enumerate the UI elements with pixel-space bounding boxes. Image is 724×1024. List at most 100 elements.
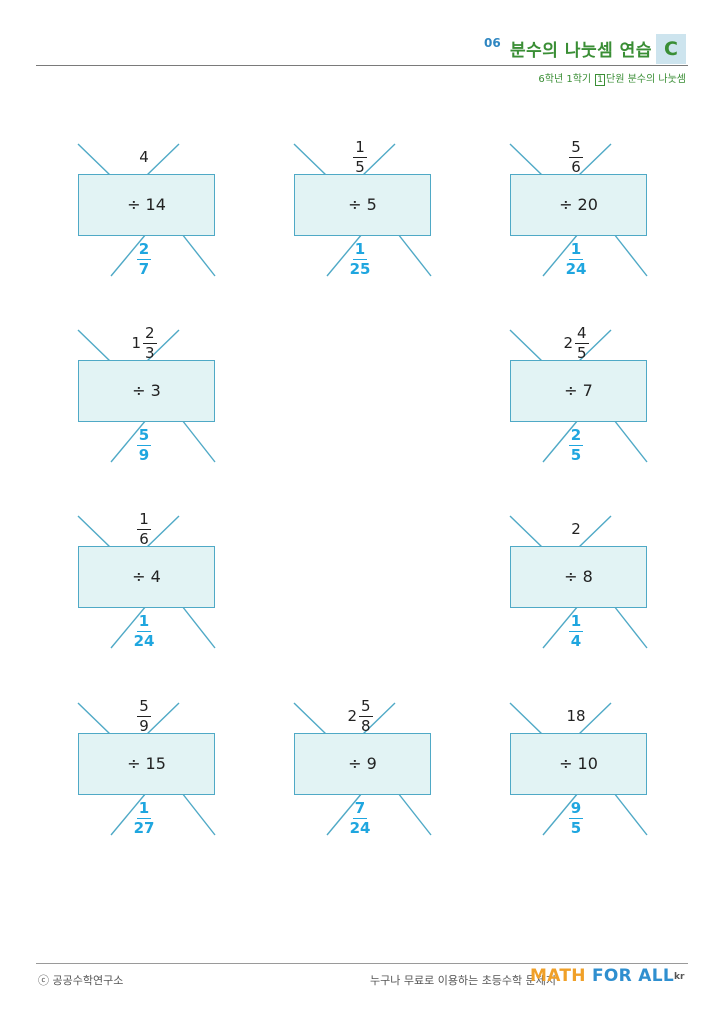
brand-suffix: kr	[674, 972, 685, 982]
dividend: 2	[501, 514, 651, 544]
division-box	[78, 733, 215, 795]
unit-number-box: 1	[595, 74, 606, 86]
footer-tagline: 누구나 무료로 이용하는 초등수학 문제지	[370, 974, 557, 987]
answer-numerator: 7	[352, 798, 368, 819]
divisor-label: ÷ 20	[559, 195, 598, 214]
burst-lines	[77, 515, 216, 649]
answer-numerator: 9	[568, 798, 584, 819]
worksheet-title: 분수의 나눗셈 연습	[510, 41, 652, 61]
division-box	[294, 174, 431, 236]
burst-lines	[509, 702, 648, 836]
dividend-denominator: 5	[577, 343, 587, 362]
dividend: 4	[69, 142, 219, 172]
answer-denominator: 4	[570, 631, 582, 650]
divisor-label: ÷ 5	[348, 195, 377, 214]
division-box	[510, 733, 647, 795]
division-box	[78, 360, 215, 422]
division-box	[294, 733, 431, 795]
brand-math: MATH	[530, 966, 592, 986]
answer-denominator: 7	[138, 259, 150, 278]
dividend: 18	[501, 701, 651, 731]
dividend-whole: 18	[566, 707, 586, 725]
burst-lines	[77, 329, 216, 463]
answer-numerator: 5	[136, 425, 152, 446]
dividend-whole: 1	[131, 334, 141, 352]
answer-numerator: 1	[568, 239, 584, 260]
dividend-denominator: 3	[145, 343, 155, 362]
dividend-whole: 4	[139, 148, 149, 166]
subtitle-grade: 6학년 1학기	[538, 74, 592, 85]
divisor-label: ÷ 3	[132, 381, 161, 400]
divisor-label: ÷ 7	[564, 381, 593, 400]
burst-lines	[509, 329, 648, 463]
burst-lines	[509, 515, 648, 649]
answer-numerator: 2	[568, 425, 584, 446]
dividend-numerator: 1	[353, 137, 367, 158]
footer-copyright: ⓒ 공공수학연구소	[38, 974, 124, 987]
divisor-label: ÷ 4	[132, 567, 161, 586]
answer-numerator: 2	[136, 239, 152, 260]
burst-lines	[509, 143, 648, 277]
answer-numerator: 1	[568, 611, 584, 632]
answer-denominator: 27	[133, 818, 155, 837]
divisor-label: ÷ 14	[127, 195, 166, 214]
divisor-label: ÷ 10	[559, 754, 598, 773]
dividend-whole: 2	[571, 520, 581, 538]
dividend-denominator: 5	[355, 157, 365, 176]
brand-logo: MATH FOR ALL	[530, 966, 674, 986]
header-divider	[36, 65, 688, 66]
subtitle-unit: 단원 분수의 나눗셈	[606, 74, 686, 85]
division-box	[510, 174, 647, 236]
answer-denominator: 24	[349, 818, 371, 837]
brand-for-all: FOR ALL	[592, 966, 674, 986]
level-badge: C	[656, 34, 686, 64]
division-box	[78, 546, 215, 608]
dividend-whole: 2	[347, 707, 357, 725]
dividend-denominator: 8	[361, 716, 371, 735]
answer-denominator: 5	[570, 818, 582, 837]
answer-denominator: 25	[349, 259, 371, 278]
burst-lines	[293, 143, 432, 277]
divisor-label: ÷ 15	[127, 754, 166, 773]
dividend-numerator: 5	[569, 137, 583, 158]
dividend-denominator: 6	[571, 157, 581, 176]
answer-numerator: 1	[136, 611, 152, 632]
answer-numerator: 1	[352, 239, 368, 260]
dividend-numerator: 5	[137, 696, 151, 717]
